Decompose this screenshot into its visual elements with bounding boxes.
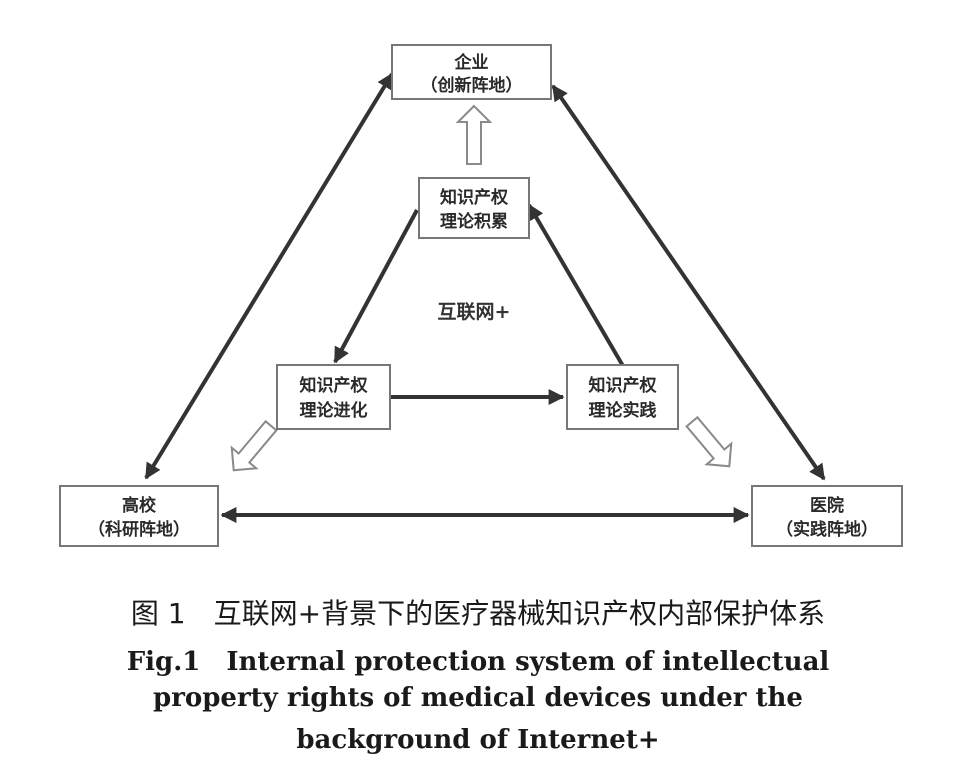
practice-sublabel: 理论实践 [589, 400, 657, 421]
accumulation-to-evolution-arrow [333, 209, 419, 364]
caption-english-line-3: background of Internet+ [296, 725, 660, 755]
enterprise-label: 企业 [454, 52, 489, 73]
caption-english-line-1: Fig.1 Internal protection system of inte… [126, 647, 830, 677]
practice-to-accumulation-arrow [527, 203, 625, 368]
practice-label: 知识产权 [588, 375, 658, 396]
ip-accumulation-node: 知识产权 理论积累 [418, 177, 530, 239]
university-sublabel: （科研阵地） [88, 519, 190, 540]
hollow-down-left-arrow [230, 419, 278, 472]
caption-chinese: 图 1 互联网+背景下的医疗器械知识产权内部保护体系 [130, 597, 826, 630]
hollow-up-arrow [455, 104, 493, 165]
hollow-down-right-arrow [685, 415, 733, 468]
enterprise-node: 企业 （创新阵地） [391, 44, 552, 100]
evolution-sublabel: 理论进化 [300, 400, 368, 421]
enterprise-hospital-arrow [551, 84, 826, 481]
hospital-label: 医院 [810, 495, 844, 516]
protection-system-diagram: 企业 （创新阵地） 知识产权 理论积累 互联网+ 知识产权 理论进化 知识产权 … [59, 44, 903, 547]
enterprise-sublabel: （创新阵地） [421, 75, 523, 96]
university-node: 高校 （科研阵地） [59, 485, 219, 547]
internet-plus-label: 互联网+ [438, 301, 511, 323]
ip-evolution-node: 知识产权 理论进化 [276, 364, 391, 430]
university-label: 高校 [122, 495, 157, 516]
university-enterprise-arrow [144, 72, 394, 480]
hospital-sublabel: （实践阵地） [776, 519, 878, 540]
accumulation-sublabel: 理论积累 [440, 211, 508, 232]
caption-english-line-2: property rights of medical devices under… [153, 683, 803, 713]
hospital-node: 医院 （实践阵地） [751, 485, 903, 547]
evolution-label: 知识产权 [299, 375, 369, 396]
ip-practice-node: 知识产权 理论实践 [566, 364, 679, 430]
accumulation-label: 知识产权 [439, 187, 509, 208]
